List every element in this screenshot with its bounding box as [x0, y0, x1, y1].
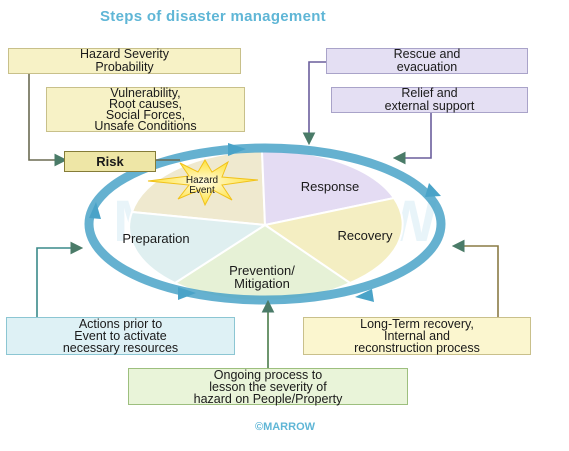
- prevention-line-1: Prevention/: [229, 263, 295, 278]
- vulnerability-line-1: Vulnerability,: [110, 85, 181, 100]
- ring-arrow-top: [228, 143, 246, 156]
- long-term-box: Long-Term recovery, Internal and reconst…: [303, 317, 531, 355]
- relief-line-1: Relief and: [401, 86, 458, 100]
- rescue-line-1: Rescue and: [393, 47, 461, 61]
- prevention-label: Prevention/ Mitigation: [212, 264, 312, 290]
- vulnerability-line-3: Social Forces,: [105, 107, 186, 122]
- ring-arrow-left: [89, 202, 101, 219]
- response-label: Response: [300, 179, 360, 194]
- long-term-line-3: reconstruction process: [354, 341, 480, 355]
- actions-line-3: necessary resources: [62, 341, 179, 355]
- hazard-event-line-1: Hazard: [185, 175, 219, 186]
- actions-line-1: Actions prior to: [78, 317, 163, 331]
- vulnerability-line-4: Unsafe Conditions: [94, 118, 197, 133]
- page-title: Steps of disaster management: [100, 8, 326, 25]
- rescue-line-2: evacuation: [396, 60, 458, 74]
- relief-line-2: external support: [384, 99, 475, 113]
- hazard-event-line-2: Event: [189, 185, 215, 196]
- recovery-segment: [262, 196, 404, 285]
- prevention-line-2: Mitigation: [234, 276, 290, 291]
- hazard-event-label: Hazard Event: [174, 176, 230, 196]
- footer-logo: ©MARROW: [254, 421, 316, 433]
- ongoing-line-2: lesson the severity of: [209, 379, 327, 394]
- connector-hazard-severity: [28, 74, 68, 167]
- long-term-line-2: Internal and: [383, 329, 451, 343]
- preparation-segment: [128, 210, 268, 285]
- connector-long-term: [451, 239, 499, 317]
- ring-arrow-bottom-right: [355, 289, 374, 302]
- ongoing-box: Ongoing process to lesson the severity o…: [128, 368, 408, 405]
- connector-relief: [392, 113, 432, 165]
- actions-box: Actions prior to Event to activate neces…: [6, 317, 235, 355]
- hazard-severity-box: Hazard Severity Probability: [8, 48, 241, 74]
- rescue-box: Rescue and evacuation: [326, 48, 528, 74]
- ongoing-line-3: hazard on People/Property: [193, 391, 343, 406]
- recovery-label: Recovery: [337, 228, 393, 243]
- relief-box: Relief and external support: [331, 87, 528, 113]
- vulnerability-box: Vulnerability, Root causes, Social Force…: [46, 85, 245, 133]
- ongoing-line-1: Ongoing process to: [213, 367, 323, 382]
- risk-box: Risk: [64, 151, 156, 172]
- preparation-label: Preparation: [122, 231, 190, 246]
- connector-actions: [36, 241, 84, 317]
- actions-line-2: Event to activate: [74, 329, 167, 343]
- ring-arrow-right: [425, 183, 441, 197]
- vulnerability-line-2: Root causes,: [109, 96, 182, 111]
- hazard-burst-icon: [147, 159, 259, 207]
- long-term-line-1: Long-Term recovery,: [360, 317, 474, 331]
- hazard-severity-line-1: Hazard Severity: [80, 47, 169, 61]
- connector-rescue: [302, 61, 326, 146]
- hazard-severity-line-2: Probability: [95, 60, 154, 74]
- ring-arrow-bottom-left: [178, 287, 196, 300]
